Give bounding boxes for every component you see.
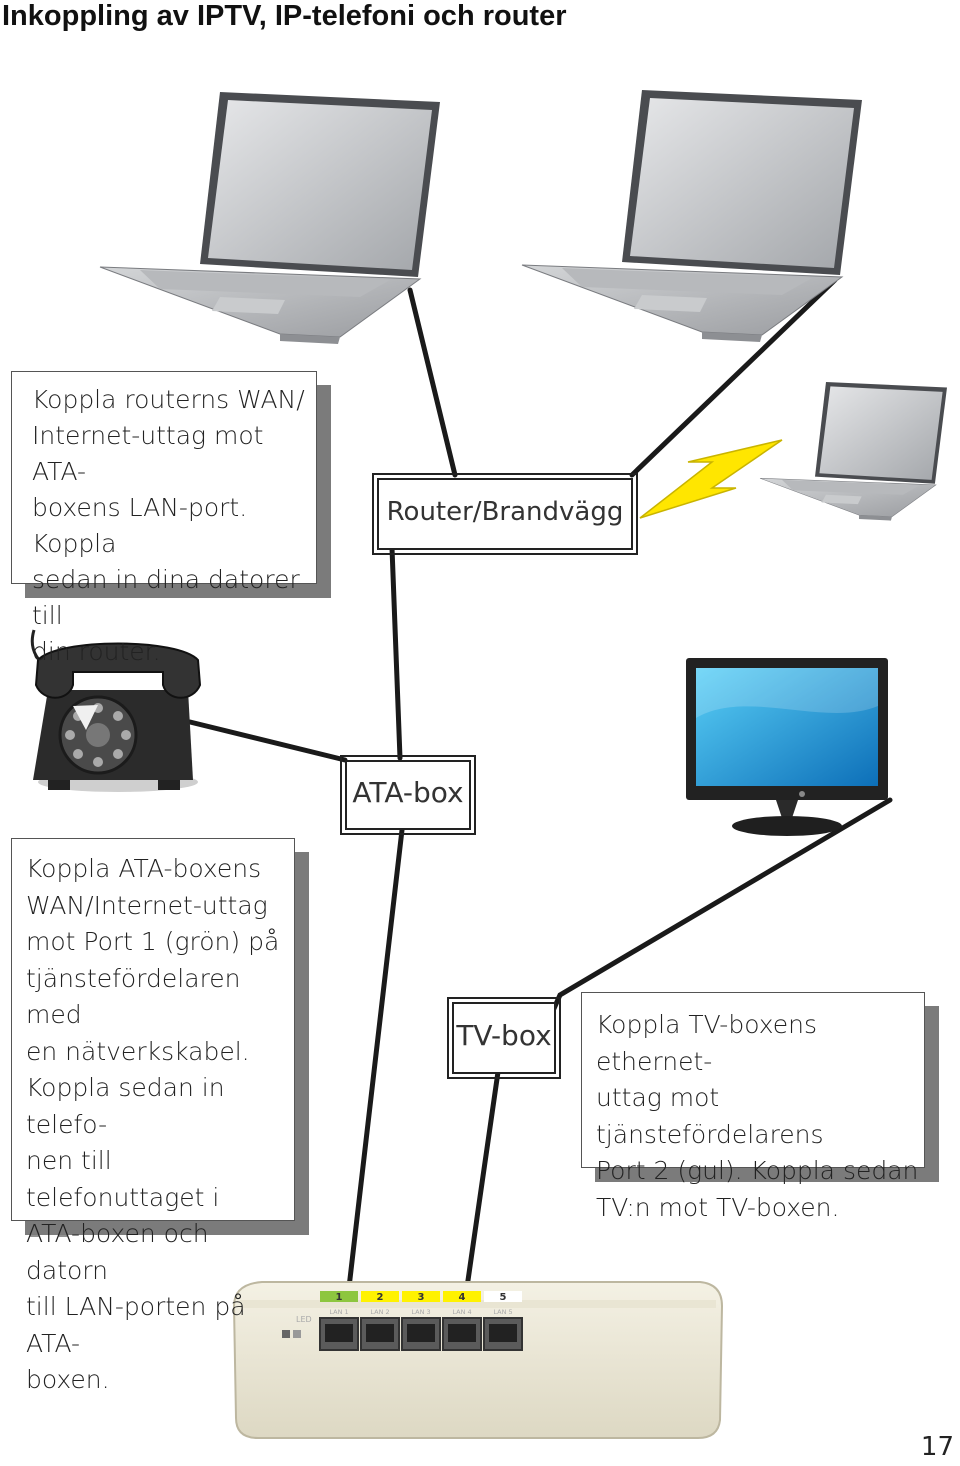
router-instruction-text: Koppla routerns WAN/ Internet-uttag mot … bbox=[12, 372, 316, 670]
port-number: 4 bbox=[459, 1292, 466, 1303]
ethernet-port-socket bbox=[489, 1324, 517, 1342]
ethernet-port-socket bbox=[407, 1324, 435, 1342]
wireless-laptop-icon bbox=[760, 382, 947, 521]
page-number: 17 bbox=[921, 1432, 954, 1462]
tv-box-label: TV-box bbox=[452, 1002, 556, 1074]
port-number: 1 bbox=[336, 1292, 343, 1303]
ata-instruction-text: Koppla ATA-boxens WAN/Internet-uttag mot… bbox=[12, 839, 294, 1399]
ethernet-port-socket bbox=[325, 1324, 353, 1342]
router-instruction-note: Koppla routerns WAN/ Internet-uttag mot … bbox=[11, 371, 317, 584]
ata-box-label: ATA-box bbox=[345, 760, 471, 830]
port-number: 2 bbox=[377, 1292, 384, 1303]
switch-led-label: LED bbox=[296, 1315, 312, 1324]
ata-instruction-note: Koppla ATA-boxens WAN/Internet-uttag mot… bbox=[11, 838, 295, 1221]
port-label: LAN 5 bbox=[493, 1308, 512, 1316]
ethernet-port-socket bbox=[448, 1324, 476, 1342]
port-number: 5 bbox=[500, 1292, 507, 1303]
laptop-icon bbox=[100, 92, 440, 344]
port-label: LAN 2 bbox=[370, 1308, 389, 1316]
port-label: LAN 3 bbox=[411, 1308, 430, 1316]
port-label: LAN 1 bbox=[329, 1308, 348, 1316]
ethernet-port-socket bbox=[366, 1324, 394, 1342]
tv-instruction-note: Koppla TV-boxens ethernet- uttag mot tjä… bbox=[581, 992, 925, 1168]
lightning-icon bbox=[640, 440, 782, 518]
port-label: LAN 4 bbox=[452, 1308, 471, 1316]
tv-monitor-icon bbox=[686, 658, 888, 836]
router-label: Router/Brandvägg bbox=[377, 478, 633, 550]
port-number: 3 bbox=[418, 1292, 425, 1303]
tv-instruction-text: Koppla TV-boxens ethernet- uttag mot tjä… bbox=[582, 993, 924, 1226]
